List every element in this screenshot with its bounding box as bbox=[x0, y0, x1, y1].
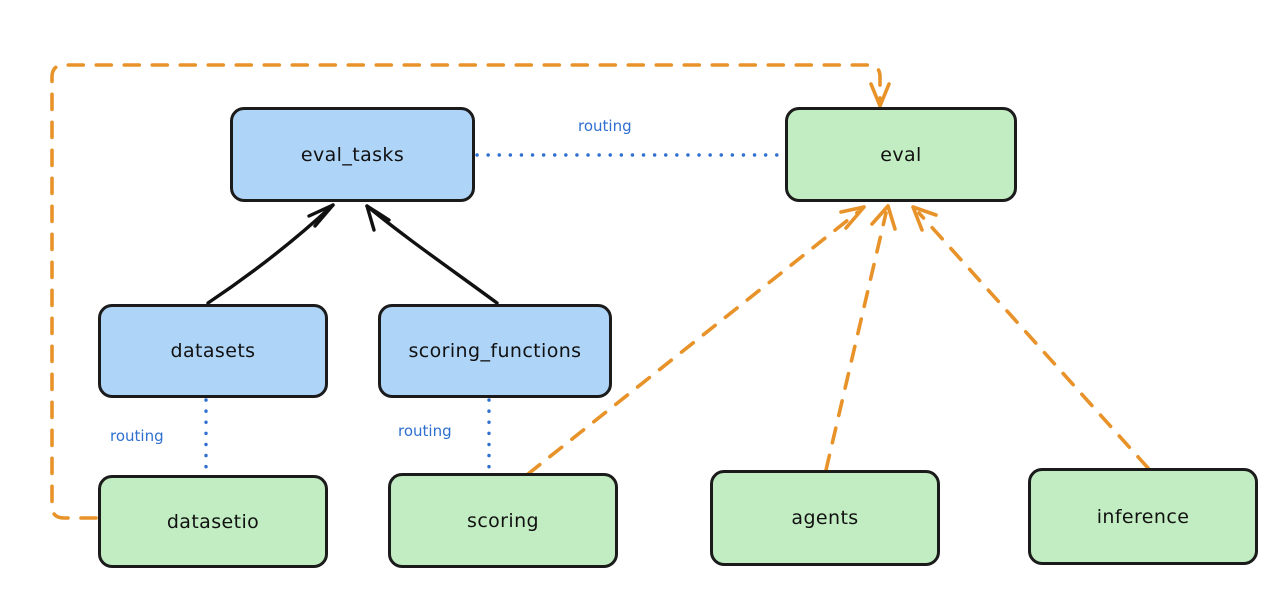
edge-label-routing-eval-tasks-eval: routing bbox=[578, 117, 632, 135]
node-scoring-functions[interactable]: scoring_functions bbox=[378, 304, 612, 398]
edge-label-routing-scoring-functions-scoring: routing bbox=[398, 422, 452, 440]
node-inference[interactable]: inference bbox=[1028, 468, 1258, 565]
node-scoring[interactable]: scoring bbox=[388, 473, 618, 568]
edge-agents-to-eval bbox=[824, 204, 897, 472]
node-label: scoring_functions bbox=[408, 340, 582, 362]
node-label: datasets bbox=[170, 340, 256, 362]
edge-datasets-to-eval_tasks bbox=[206, 203, 335, 305]
node-label: scoring bbox=[467, 509, 539, 532]
node-label: agents bbox=[791, 507, 859, 529]
node-eval[interactable]: eval bbox=[785, 107, 1017, 202]
node-agents[interactable]: agents bbox=[710, 470, 940, 566]
edge-datasetio-to-eval bbox=[50, 63, 891, 520]
node-label: eval_tasks bbox=[300, 143, 405, 166]
edge-label-routing-datasets-datasetio: routing bbox=[110, 427, 164, 445]
node-label: eval bbox=[880, 143, 922, 166]
edge-scoring_functions-to-eval_tasks bbox=[365, 204, 499, 305]
node-label: datasetio bbox=[166, 510, 260, 533]
edge-scoring-to-eval bbox=[526, 205, 866, 476]
node-eval-tasks[interactable]: eval_tasks bbox=[230, 107, 475, 202]
node-label: inference bbox=[1096, 505, 1190, 528]
edge-inference-to-eval bbox=[911, 205, 1150, 470]
node-datasets[interactable]: datasets bbox=[98, 304, 328, 398]
node-datasetio[interactable]: datasetio bbox=[98, 475, 328, 568]
